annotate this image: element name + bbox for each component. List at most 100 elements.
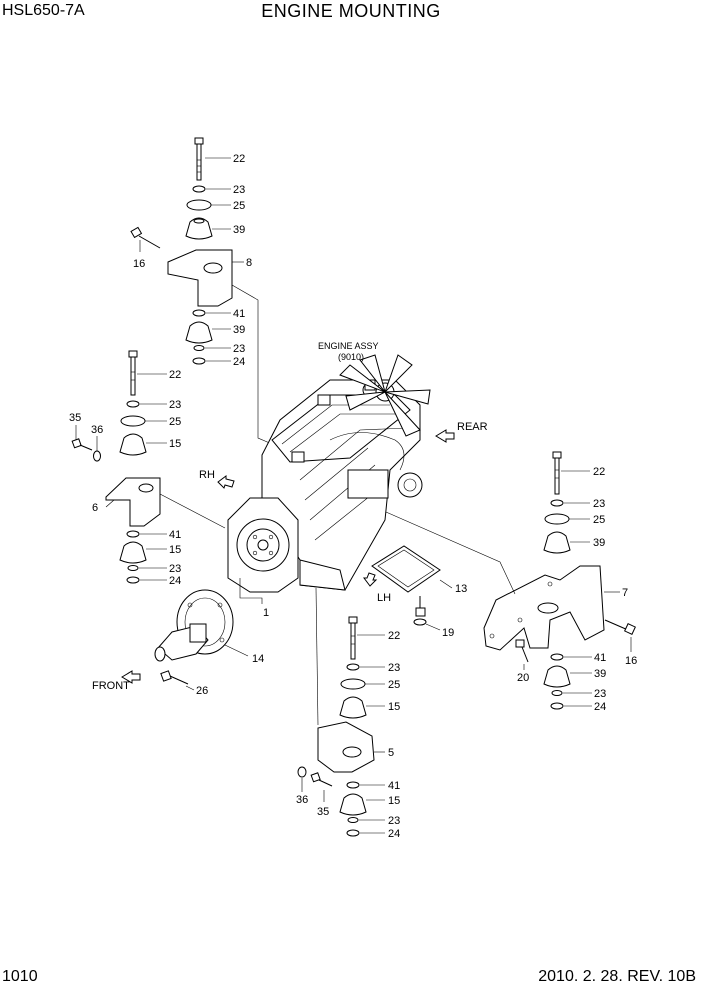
engine-bracket-icon: [167, 249, 233, 307]
callout-23: 23: [233, 343, 245, 355]
bolt-icon: [128, 350, 138, 396]
callout-23: 23: [593, 498, 605, 510]
washer-icon: [550, 499, 564, 507]
callout-13: 13: [455, 583, 467, 595]
callout-36: 36: [296, 794, 308, 806]
spacer-icon: [120, 415, 146, 427]
callout-22: 22: [169, 369, 181, 381]
callout-23: 23: [388, 662, 400, 674]
washer-icon: [346, 781, 360, 789]
bolt-icon: [160, 670, 189, 685]
callout-15: 15: [169, 438, 181, 450]
callout-1: 1: [263, 607, 269, 619]
callout-23: 23: [388, 815, 400, 827]
bolt-icon: [604, 619, 636, 635]
callout-41: 41: [169, 529, 181, 541]
callout-16: 16: [625, 655, 637, 667]
callout-39: 39: [233, 324, 245, 336]
washer-icon: [127, 565, 139, 571]
nut-icon: [550, 702, 564, 710]
callout-19: 19: [442, 627, 454, 639]
washer-icon: [193, 345, 205, 351]
callout-22: 22: [593, 466, 605, 478]
washer-icon: [551, 690, 563, 696]
bolt-icon: [348, 616, 358, 660]
callout-23: 23: [233, 184, 245, 196]
callout-23: 23: [594, 688, 606, 700]
engine-assembly: [227, 354, 431, 593]
nut-icon: [346, 829, 360, 837]
washer-icon: [346, 663, 360, 671]
bolt-icon: [71, 438, 93, 451]
rh-arrow-icon: [217, 475, 235, 489]
washer-icon: [192, 309, 206, 317]
callout-22: 22: [388, 630, 400, 642]
callout-41: 41: [594, 652, 606, 664]
callout-5: 5: [388, 747, 394, 759]
callout-7: 7: [622, 587, 628, 599]
callout-25: 25: [233, 200, 245, 212]
spacer-icon: [340, 678, 366, 690]
model-number: HSL650-7A: [2, 2, 85, 19]
rubber-mount-icon: [543, 531, 571, 554]
flywheel-coupling: [154, 578, 263, 691]
callout-24: 24: [169, 575, 181, 587]
callout-24: 24: [233, 356, 245, 368]
callout-35: 35: [69, 412, 81, 424]
top-mount-stack: [130, 137, 273, 445]
callout-24: 24: [388, 828, 400, 840]
direction-front: FRONT: [92, 680, 130, 692]
callout-35: 35: [317, 806, 329, 818]
washer-icon: [347, 817, 359, 823]
callout-15: 15: [388, 701, 400, 713]
washer-icon: [93, 450, 101, 462]
rubber-mount-icon: [543, 665, 571, 688]
bolt-icon: [310, 772, 333, 787]
direction-rh: RH: [199, 469, 215, 481]
cover-plate-icon: [371, 545, 441, 593]
cooling-fan-icon: [339, 354, 431, 437]
cover-plate: [371, 545, 453, 631]
direction-lh: LH: [377, 592, 391, 604]
spacer-icon: [186, 199, 212, 211]
nut-icon: [126, 576, 140, 584]
bolt-icon: [552, 451, 562, 495]
callout-14: 14: [252, 653, 264, 665]
washer-icon: [126, 400, 140, 408]
engine-assy-label: ENGINE ASSY: [318, 341, 379, 351]
rear-arrow-icon: [435, 429, 455, 443]
callout-25: 25: [388, 679, 400, 691]
callout-15: 15: [388, 795, 400, 807]
spacer-icon: [544, 513, 570, 525]
callout-39: 39: [594, 668, 606, 680]
callout-20: 20: [517, 672, 529, 684]
callout-15: 15: [169, 544, 181, 556]
rubber-mount-icon: [119, 433, 147, 456]
washer-icon: [192, 185, 206, 193]
rubber-mount-icon: [119, 541, 147, 564]
callout-39: 39: [593, 537, 605, 549]
callout-8: 8: [246, 257, 252, 269]
direction-rear: REAR: [457, 421, 488, 433]
bolt-icon: [130, 226, 161, 249]
callout-41: 41: [233, 308, 245, 320]
callout-26: 26: [196, 685, 208, 697]
engine-bracket-icon: [317, 721, 375, 773]
bottom-mount-stack: [297, 587, 385, 837]
page-title: ENGINE MOUNTING: [261, 1, 441, 21]
engine-assy-code: (9010): [338, 352, 364, 362]
washer-icon: [550, 653, 564, 661]
callout-25: 25: [593, 514, 605, 526]
callout-22: 22: [233, 153, 245, 165]
callout-25: 25: [169, 416, 181, 428]
nut-icon: [192, 357, 206, 365]
callout-23: 23: [169, 563, 181, 575]
callout-36: 36: [91, 424, 103, 436]
rubber-mount-icon: [185, 321, 213, 344]
front-arrow-icon: [121, 670, 141, 684]
right-mount-stack: [385, 451, 636, 710]
rubber-mount-icon: [185, 217, 213, 240]
callout-16: 16: [133, 258, 145, 270]
callout-41: 41: [388, 780, 400, 792]
